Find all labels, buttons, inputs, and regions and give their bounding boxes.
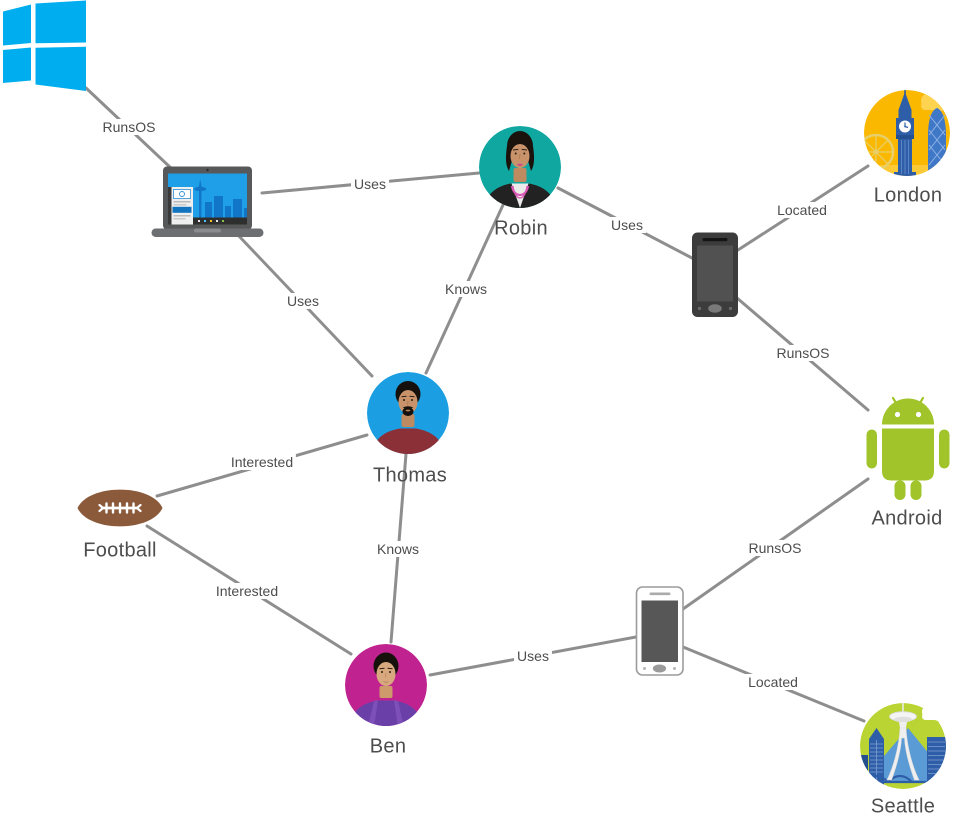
node-laptop-icon[interactable]	[151, 166, 264, 238]
node-robin-icon[interactable]	[479, 126, 561, 212]
node-label-robin: Robin	[494, 217, 548, 240]
node-label-seattle: Seattle	[870, 795, 936, 818]
thomas-beard	[402, 407, 414, 416]
laptop-taskbar	[193, 217, 247, 225]
edge-label-robin-phone-dark: Uses	[608, 217, 646, 233]
laptop-start-menu	[168, 187, 193, 225]
node-london-icon[interactable]	[859, 88, 953, 180]
edge-label-thomas-ben: Knows	[373, 541, 423, 557]
ben-hoodie	[350, 700, 422, 726]
node-thomas-icon[interactable]	[367, 372, 449, 456]
football-laces	[98, 502, 142, 514]
edge-label-phone-white-android: RunsOS	[745, 540, 805, 556]
london-eye	[864, 133, 895, 171]
edge-label-phone-dark-android: RunsOS	[773, 345, 833, 361]
node-label-ben: Ben	[369, 735, 407, 758]
edge-label-robin-thomas: Knows	[441, 281, 491, 297]
phone-home-button	[652, 664, 667, 673]
edge-label-football-ben: Interested	[212, 583, 282, 599]
node-football-icon[interactable]	[77, 489, 163, 527]
edge-label-laptop-robin: Uses	[351, 176, 389, 192]
node-seattle-icon[interactable]	[858, 698, 952, 790]
edge-label-windows-laptop: RunsOS	[99, 119, 159, 135]
laptop-wallpaper-skyline	[194, 179, 247, 224]
phone-speaker	[702, 238, 728, 242]
node-label-london: London	[873, 184, 943, 207]
node-phone-white-icon[interactable]	[635, 586, 684, 676]
node-label-thomas: Thomas	[372, 464, 448, 487]
gherkin-building	[928, 108, 946, 176]
edge-label-phone-dark-london: Located	[774, 202, 830, 218]
edge-label-football-thomas: Interested	[227, 454, 297, 470]
edge-label-phone-white-seattle: Located	[745, 674, 801, 690]
cloud	[921, 93, 947, 112]
node-label-football: Football	[83, 539, 157, 562]
node-windows-icon[interactable]	[3, 0, 86, 92]
node-ben-icon[interactable]	[345, 644, 427, 728]
edge-label-ben-phone-white: Uses	[514, 648, 552, 664]
node-label-android: Android	[871, 507, 943, 530]
thomas-shirt	[372, 428, 444, 454]
phone-home-button	[708, 304, 722, 313]
webcam-dot	[206, 168, 209, 172]
node-android-icon[interactable]	[866, 396, 950, 500]
cloud	[922, 705, 946, 721]
space-needle	[886, 703, 920, 781]
phone-speaker	[649, 592, 671, 596]
node-phone-dark-icon[interactable]	[692, 232, 738, 318]
edge-label-laptop-thomas: Uses	[284, 293, 322, 309]
